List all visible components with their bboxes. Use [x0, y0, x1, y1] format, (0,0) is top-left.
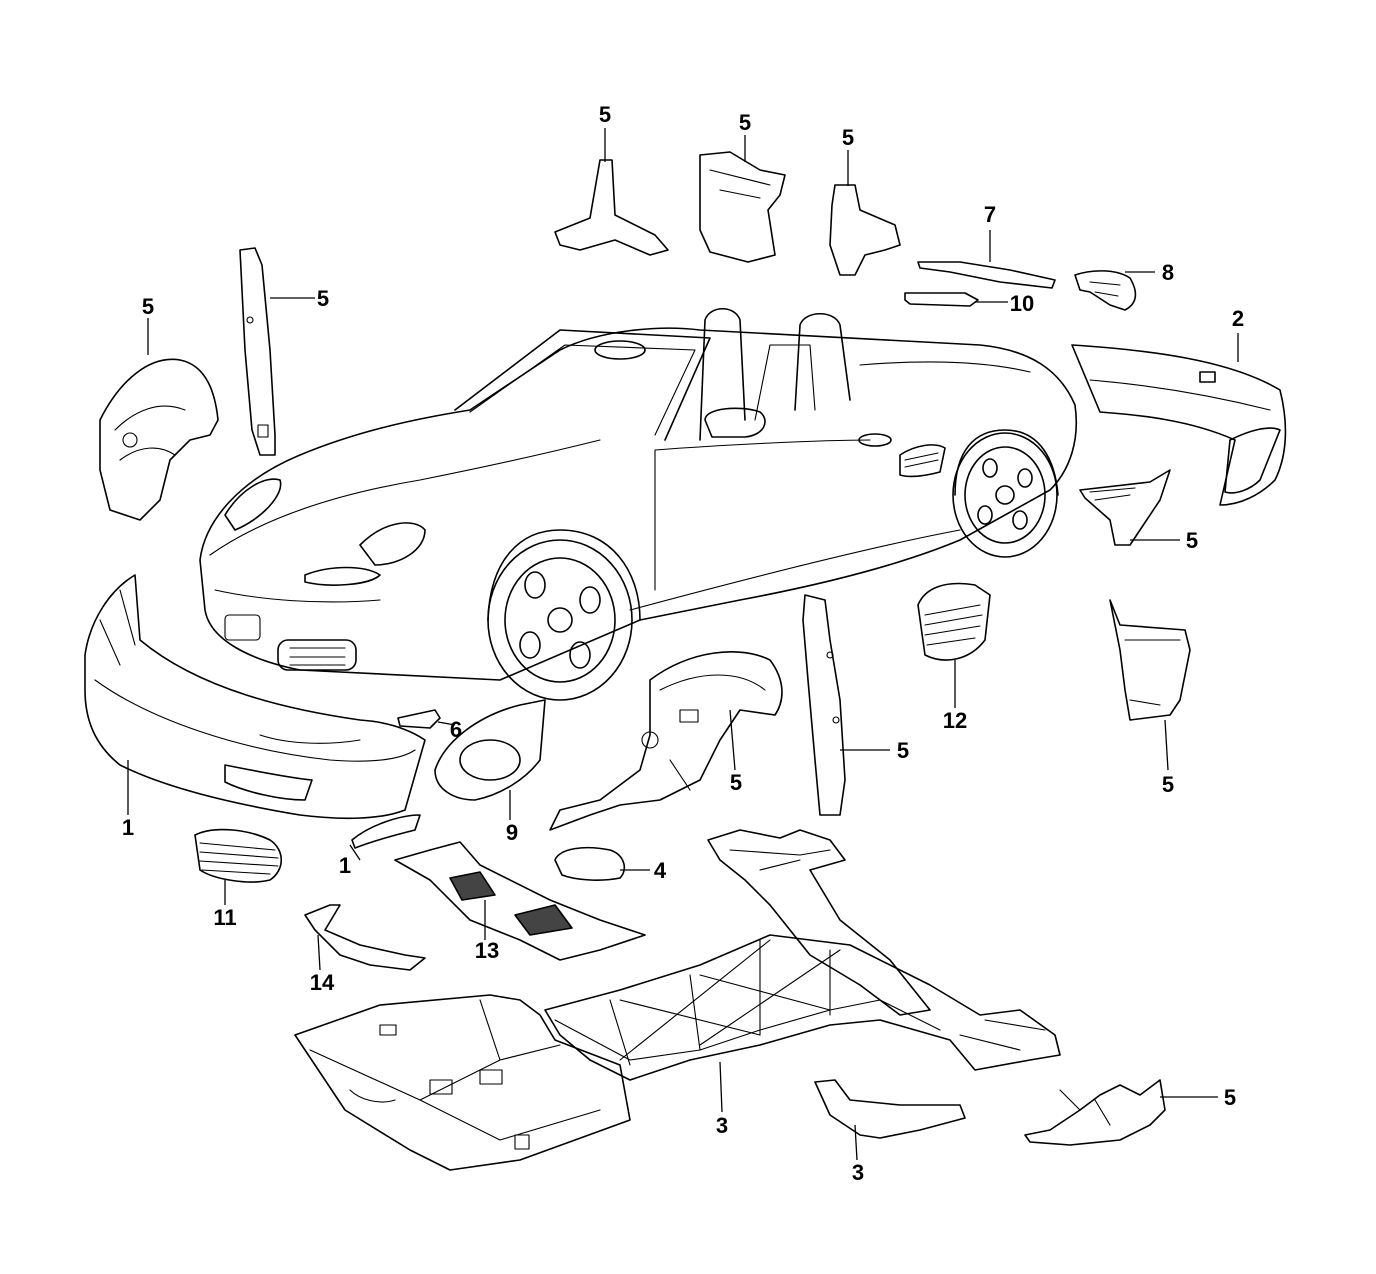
callout-1: 1 [339, 853, 351, 878]
callout-5: 5 [1162, 772, 1174, 797]
callout-10: 10 [1010, 291, 1034, 316]
right-headlight [359, 522, 426, 566]
support-bracket-top [554, 159, 669, 256]
left-headlight [224, 478, 282, 531]
bumper-trim-strip [351, 814, 421, 849]
callout-8: 8 [1162, 260, 1174, 285]
callout-7: 7 [984, 202, 996, 227]
vertical-strut-left [239, 247, 276, 456]
callout-5: 5 [739, 110, 751, 135]
wheel-liner-front-right [549, 651, 783, 831]
front-bumper [84, 574, 426, 820]
callout-12: 12 [943, 708, 967, 733]
leader-lines [127, 128, 1239, 1161]
side-mirror [704, 407, 766, 438]
callout-2: 2 [1232, 306, 1244, 331]
callout-3: 3 [716, 1113, 728, 1138]
callout-14: 14 [310, 970, 335, 995]
rear-trim-strip [917, 261, 1056, 289]
callout-4: 4 [654, 858, 667, 883]
callout-5: 5 [599, 102, 611, 127]
rear-underbody-member [707, 829, 931, 1016]
rear-bracket-right [1079, 469, 1171, 546]
callout-5: 5 [897, 738, 909, 763]
rear-corner-cover [1074, 270, 1137, 311]
callout-3: 3 [852, 1160, 864, 1185]
callout-5: 5 [842, 125, 854, 150]
side-air-intake [917, 582, 991, 661]
callout-13: 13 [475, 938, 499, 963]
rear-wheel [952, 429, 1059, 558]
rear-member-lower [1024, 1079, 1166, 1146]
callout-labels: 5 5 5 5 5 7 8 10 2 5 6 5 5 12 5 1 1 9 4 … [122, 102, 1244, 1185]
inner-panel-top [699, 151, 786, 263]
wheel-liner-front-left [99, 358, 219, 521]
underbody-bracket [814, 1079, 966, 1139]
front-grille [194, 828, 283, 883]
callout-9: 9 [506, 820, 518, 845]
fog-light-surround [434, 699, 546, 801]
rear-bumper [1071, 344, 1287, 506]
callout-11: 11 [213, 905, 236, 930]
underbody-panel-front [294, 994, 631, 1171]
callout-5: 5 [142, 294, 154, 319]
callout-5: 5 [317, 286, 329, 311]
trim-panel-small [904, 292, 979, 307]
corner-panel-top [829, 184, 901, 276]
vertical-strut-center [802, 594, 846, 816]
callout-5: 5 [1224, 1085, 1236, 1110]
callout-5: 5 [1186, 528, 1198, 553]
side-marker-light [397, 709, 441, 729]
mirror-cover [554, 846, 626, 881]
callout-6: 6 [450, 717, 462, 742]
front-under-tray [394, 841, 646, 961]
front-seal-strip [304, 904, 426, 971]
callout-5: 5 [730, 770, 742, 795]
wheel-liner-rear-right [1109, 599, 1191, 721]
callout-1: 1 [122, 815, 134, 840]
car-body [199, 307, 1078, 701]
underbody-frame [544, 934, 1061, 1081]
front-wheel [487, 529, 641, 701]
